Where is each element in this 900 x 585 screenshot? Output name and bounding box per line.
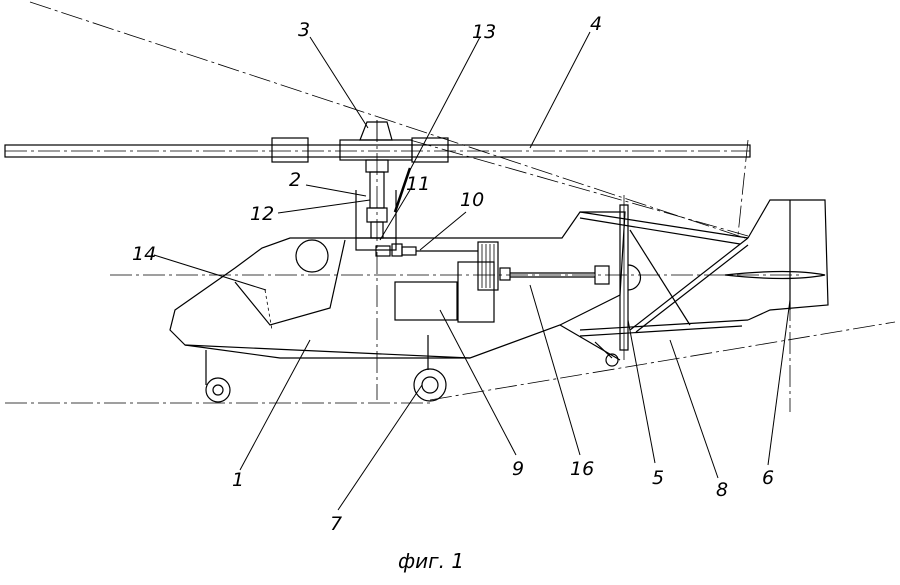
callout-8: 8: [716, 479, 728, 501]
engine-unit: [394, 281, 458, 321]
callout-9: 9: [512, 458, 524, 480]
gearbox: [355, 237, 417, 257]
control-rod: [393, 167, 412, 213]
callout-14: 14: [132, 243, 156, 265]
main-rotor-blades: [4, 137, 751, 163]
leader-lines: [153, 31, 791, 511]
landing-gear-main: [413, 335, 447, 402]
callout-4: 4: [590, 13, 602, 35]
callout-3: 3: [298, 19, 310, 41]
rotor-hub: [359, 120, 393, 141]
callout-2: 2: [289, 169, 301, 191]
drive-shaft: [416, 250, 610, 285]
callout-10: 10: [460, 189, 484, 211]
rotor-mast: [355, 159, 397, 239]
fuselage: [169, 211, 626, 361]
callout-1: 1: [232, 469, 244, 491]
callout-16: 16: [570, 458, 594, 480]
reduction-gear: [477, 241, 499, 291]
callout-13: 13: [472, 21, 496, 43]
cockpit-window: [295, 239, 329, 273]
callout-5: 5: [652, 467, 664, 489]
pusher-propeller: [619, 195, 642, 360]
tail-fin: [724, 199, 829, 321]
engine-box: [457, 261, 495, 323]
landing-gear-front: [205, 350, 231, 403]
callout-6: 6: [762, 467, 774, 489]
duct-frame: [579, 211, 749, 337]
callout-7: 7: [330, 513, 342, 535]
callout-11: 11: [406, 173, 430, 195]
pilot-seat: [264, 289, 273, 331]
callout-12: 12: [250, 203, 274, 225]
center-lines: [5, 1, 896, 412]
figure-caption: фиг. 1: [398, 549, 464, 573]
tail-wheel: [594, 341, 619, 367]
